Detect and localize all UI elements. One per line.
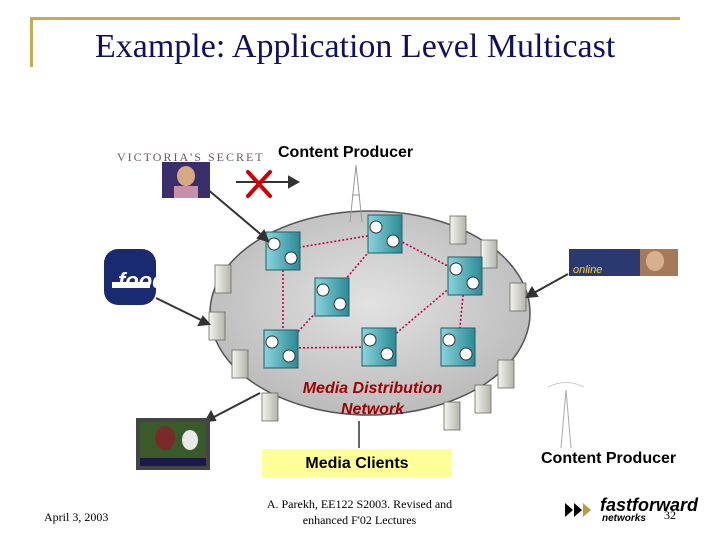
server-icon [497,359,515,389]
arrowhead-icon [256,229,270,243]
slide-title: Example: Application Level Multicast [95,28,616,65]
victorias-secret-logo: VICTORIA'S SECRET [117,150,265,164]
overlay-routers [263,214,483,369]
fastforward-logo-icon [565,503,591,517]
arrow-food-to-network [155,297,204,322]
footer-credit: A. Parekh, EE122 S2003. Revised and enha… [266,497,453,527]
server-icon [443,401,461,431]
router-icon [265,231,301,271]
antenna-tower-top [349,164,363,223]
food-network-logo [104,249,156,305]
router-icon [361,327,397,367]
fastforward-logo-subtext: networks [602,513,646,524]
router-icon [440,327,476,367]
media-distribution-network-label: Media Distribution Network [302,380,443,418]
blocked-x-icon [246,170,272,198]
online-banner-text: online [573,264,603,276]
arrowhead-icon [525,286,539,299]
server-computers [208,215,527,431]
server-icon [208,311,226,341]
tv-football-screenshot [136,418,210,470]
server-icon [480,239,498,269]
online-banner-image [569,249,678,276]
footer-date: April 3, 2003 [44,510,109,524]
arrow-online-to-network [531,273,569,295]
victorias-secret-photo [162,162,210,198]
frame-left-rule [30,17,33,67]
content-producer-label-top: Content Producer [278,144,414,161]
media-clients-label: Media Clients [305,455,409,472]
content-producer-label-right: Content Producer [541,450,677,467]
arrow-network-to-tv [211,392,261,419]
router-icon [314,277,350,317]
server-icon [449,215,467,245]
server-icon [231,349,249,379]
flow-arrows [155,175,569,448]
fastforward-logo-text: fastforward [600,495,699,515]
router-icon [447,256,483,296]
server-icon [474,384,492,414]
arrow-vs-to-network [205,187,265,238]
food-network-logo-text: food [118,268,166,293]
media-clients-box [262,449,452,477]
server-icon [261,392,279,422]
server-icon [509,282,527,312]
frame-top-rule [30,17,680,20]
server-icon [214,264,232,294]
router-icon [367,214,403,254]
arrowhead-icon [288,175,301,189]
antenna-tower-right [547,382,585,449]
router-icon [263,329,299,369]
page-number: 32 [664,508,676,522]
arrowhead-icon [197,315,212,327]
overlay-link [384,232,466,276]
